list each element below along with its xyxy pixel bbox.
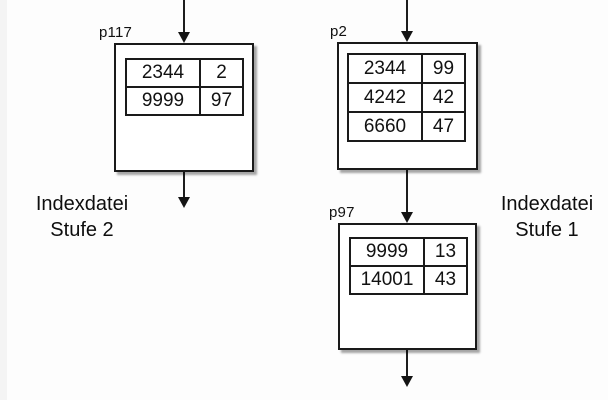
key-cell: 2344 <box>125 58 201 88</box>
arrowhead-down-icon <box>401 212 413 223</box>
node-label-p97: p97 <box>329 204 355 221</box>
arrow-down-into-p2 <box>401 0 413 42</box>
node-p97: 9999 13 14001 43 <box>338 223 477 350</box>
arrow-down-out-of-p117 <box>178 172 190 208</box>
caption-stufe-1: Indexdatei Stufe 1 <box>477 191 608 243</box>
arrow-down-out-of-p97 <box>401 350 413 387</box>
caption-line: Stufe 1 <box>515 219 579 241</box>
key-cell: 2344 <box>347 53 423 84</box>
key-cell: 4242 <box>347 82 423 113</box>
pointer-cell: 47 <box>421 111 466 142</box>
arrow-shaft <box>406 350 408 378</box>
caption-line: Indexdatei <box>35 193 129 215</box>
pointer-cell: 13 <box>423 237 468 267</box>
pointer-cell: 99 <box>421 53 466 84</box>
table-row: 14001 43 <box>349 265 468 295</box>
table-row: 2344 99 <box>347 53 466 84</box>
pointer-cell: 43 <box>423 265 468 295</box>
arrowhead-down-icon <box>178 32 190 43</box>
arrowhead-down-icon <box>401 376 413 387</box>
table-row: 9999 97 <box>125 86 244 116</box>
pointer-cell: 97 <box>199 86 244 116</box>
node-p2: 2344 99 4242 42 6660 47 <box>337 42 478 170</box>
key-cell: 14001 <box>349 265 425 295</box>
arrowhead-down-icon <box>401 31 413 42</box>
index-table-p117: 2344 2 9999 97 <box>125 58 244 116</box>
table-row: 9999 13 <box>349 237 468 267</box>
table-row: 6660 47 <box>347 111 466 142</box>
index-table-p2: 2344 99 4242 42 6660 47 <box>347 53 466 142</box>
arrow-down-into-p117 <box>178 0 190 43</box>
key-cell: 9999 <box>125 86 201 116</box>
pointer-cell: 42 <box>421 82 466 113</box>
index-table-p97: 9999 13 14001 43 <box>349 237 468 295</box>
table-row: 4242 42 <box>347 82 466 113</box>
table-row: 2344 2 <box>125 58 244 88</box>
arrow-shaft <box>183 172 185 199</box>
arrow-shaft <box>406 170 408 214</box>
arrowhead-down-icon <box>178 197 190 208</box>
arrow-p2-to-p97 <box>401 170 413 223</box>
node-label-p117: p117 <box>99 24 133 41</box>
caption-stufe-2: Indexdatei Stufe 2 <box>12 191 152 243</box>
key-cell: 6660 <box>347 111 423 142</box>
node-label-p2: p2 <box>330 23 348 40</box>
node-p117: 2344 2 9999 97 <box>114 43 254 172</box>
arrow-shaft <box>183 0 185 34</box>
arrow-shaft <box>406 0 408 33</box>
page-edge <box>0 0 7 400</box>
pointer-cell: 2 <box>199 58 244 88</box>
caption-line: Stufe 2 <box>50 219 114 241</box>
caption-line: Indexdatei <box>500 193 594 215</box>
key-cell: 9999 <box>349 237 425 267</box>
